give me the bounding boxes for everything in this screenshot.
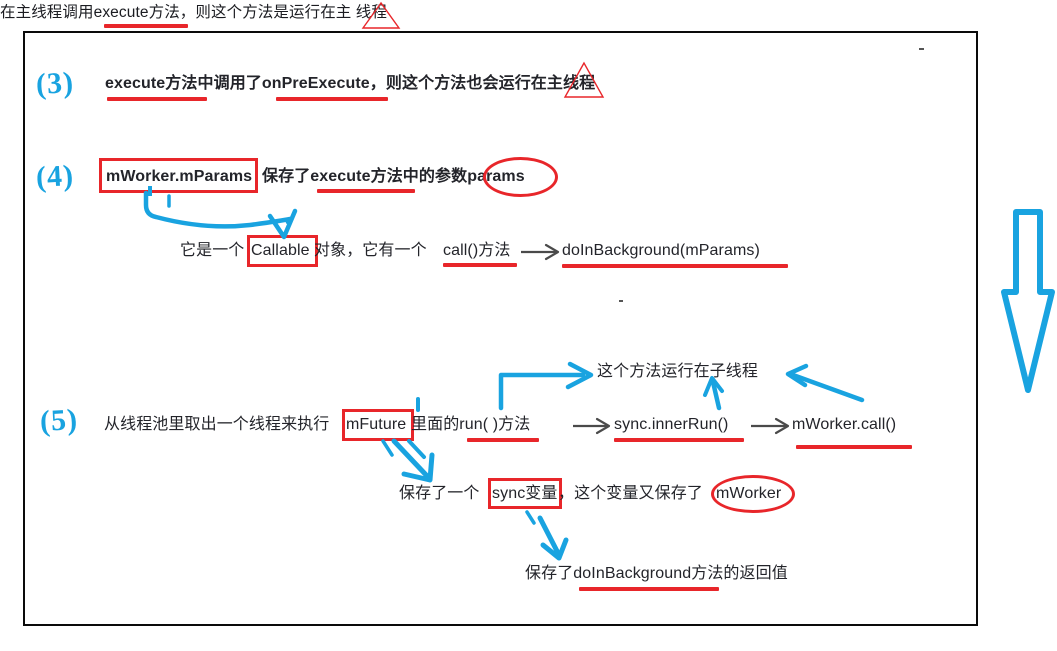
step-3-text: execute方法中调用了onPreExecute，则这个方法也会运行在主线程 bbox=[105, 75, 596, 92]
headline-text: 在主线程调用execute方法，则这个方法是运行在主 线程 bbox=[0, 4, 387, 21]
step-4-rest-text: 保存了execute方法中的参数params bbox=[262, 168, 525, 185]
step-3-underline-onpreexecute bbox=[276, 97, 388, 101]
step-4-boxed-text: mWorker.mParams bbox=[106, 168, 253, 185]
callable-underline-call bbox=[443, 263, 517, 267]
step-4-underline-execute bbox=[317, 189, 415, 193]
blue-down-arrow-outline bbox=[1001, 209, 1055, 393]
page-frame bbox=[23, 31, 978, 626]
step-3-underline-execute bbox=[107, 97, 207, 101]
chain-underline-1 bbox=[614, 438, 744, 442]
callable-underline-target bbox=[562, 264, 788, 268]
callable-line-boxed: Callable bbox=[251, 242, 310, 259]
return-value-underline bbox=[579, 587, 719, 591]
paper-speck-2 bbox=[619, 300, 623, 302]
chain-item-2: mWorker.call() bbox=[792, 416, 897, 433]
callable-line-call: call()方法 bbox=[443, 242, 511, 259]
step-5-text-a: 从线程池里取出一个线程来执行 bbox=[104, 416, 330, 433]
sync-line-mid: ，这个变量又保存了 bbox=[558, 485, 703, 502]
step-5-text-b: 里面的run( )方法 bbox=[411, 416, 531, 433]
sync-line-prefix: 保存了一个 bbox=[399, 485, 480, 502]
step-3-number: (3) bbox=[35, 66, 75, 101]
step-4-number: (4) bbox=[35, 159, 75, 194]
sync-line-circled: mWorker bbox=[716, 485, 782, 502]
step-5-number: (5) bbox=[39, 403, 79, 438]
step-5-boxed-text: mFuture bbox=[346, 416, 407, 433]
return-value-line: 保存了doInBackground方法的返回值 bbox=[525, 565, 788, 582]
sub-thread-note: 这个方法运行在子线程 bbox=[597, 363, 759, 380]
headline-underline bbox=[104, 24, 188, 28]
callable-line-target: doInBackground(mParams) bbox=[562, 242, 760, 259]
callable-line-prefix: 它是一个 bbox=[180, 242, 245, 259]
step-5-underline-run bbox=[467, 438, 539, 442]
callable-line-mid: 对象，它有一个 bbox=[314, 242, 427, 259]
sync-line-boxed: sync变量 bbox=[492, 485, 558, 502]
chain-item-1: sync.innerRun() bbox=[614, 416, 729, 433]
chain-underline-2 bbox=[796, 445, 912, 449]
paper-speck bbox=[919, 48, 924, 50]
